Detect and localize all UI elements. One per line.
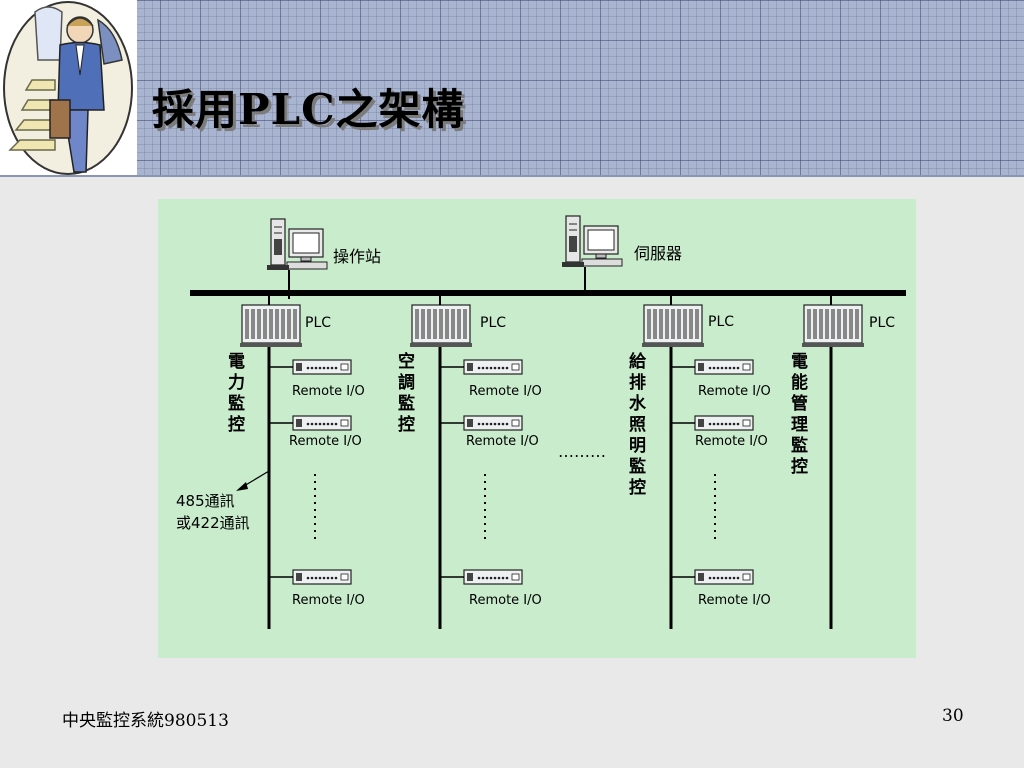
plc-label: PLC	[708, 314, 734, 330]
remote-io-icon	[463, 569, 523, 585]
plc-label: PLC	[480, 315, 506, 331]
plc-label: PLC	[869, 315, 895, 331]
remote-io-label: Remote I/O	[698, 384, 771, 399]
diagram-background	[158, 199, 916, 658]
remote-io-label: Remote I/O	[292, 593, 365, 608]
branch-label-power: 電力監控	[228, 352, 245, 435]
server-label: 伺服器	[634, 244, 682, 263]
plc-icon	[801, 304, 865, 348]
plc-icon	[239, 304, 303, 348]
annotation-arrow	[243, 470, 270, 487]
plc-unit	[641, 304, 705, 348]
remote-io-label: Remote I/O	[289, 434, 362, 449]
branch-label-hvac: 空調監控	[398, 351, 415, 435]
main-bus	[190, 290, 906, 296]
plc-label: PLC	[305, 315, 331, 331]
plc-icon	[641, 304, 705, 348]
branch-label-plumbing-lighting: 給排水照明監控	[629, 351, 647, 498]
header-divider	[0, 175, 1024, 177]
footer-text: 中央監控系統980513	[62, 711, 229, 731]
plc-icon	[409, 304, 473, 348]
plc-unit	[801, 304, 865, 348]
plc-unit	[409, 304, 473, 348]
remote-io-icon	[463, 359, 523, 375]
page-number: 30	[942, 706, 964, 726]
more-branches-ellipsis: ………	[558, 442, 606, 461]
remote-io-label: Remote I/O	[292, 384, 365, 399]
plc-unit	[239, 304, 303, 348]
remote-io-icon	[463, 415, 523, 431]
businessman-clipart	[0, 0, 137, 175]
remote-io-icon	[694, 569, 754, 585]
bus-annotation-line1: 485通訊	[176, 492, 235, 510]
remote-io-label: Remote I/O	[466, 434, 539, 449]
remote-io-icon	[694, 359, 754, 375]
slide-title: 採用PLC之架構	[152, 85, 465, 134]
remote-io-label: Remote I/O	[469, 384, 542, 399]
remote-io-label: Remote I/O	[695, 434, 768, 449]
bus-annotation-line2: 或422通訊	[176, 514, 250, 532]
operator-station-label: 操作站	[333, 247, 381, 266]
remote-io-icon	[292, 569, 352, 585]
remote-io-label: Remote I/O	[698, 593, 771, 608]
remote-io-icon	[292, 359, 352, 375]
remote-io-label: Remote I/O	[469, 593, 542, 608]
remote-io-icon	[694, 415, 754, 431]
branch-label-energy: 電能管理監控	[791, 352, 808, 477]
remote-io-icon	[292, 415, 352, 431]
header-banner	[0, 0, 1024, 175]
plc-architecture-diagram: 操作站 伺服器 PLC 電力監控 Remote I/O Remote I/O R…	[158, 199, 916, 658]
